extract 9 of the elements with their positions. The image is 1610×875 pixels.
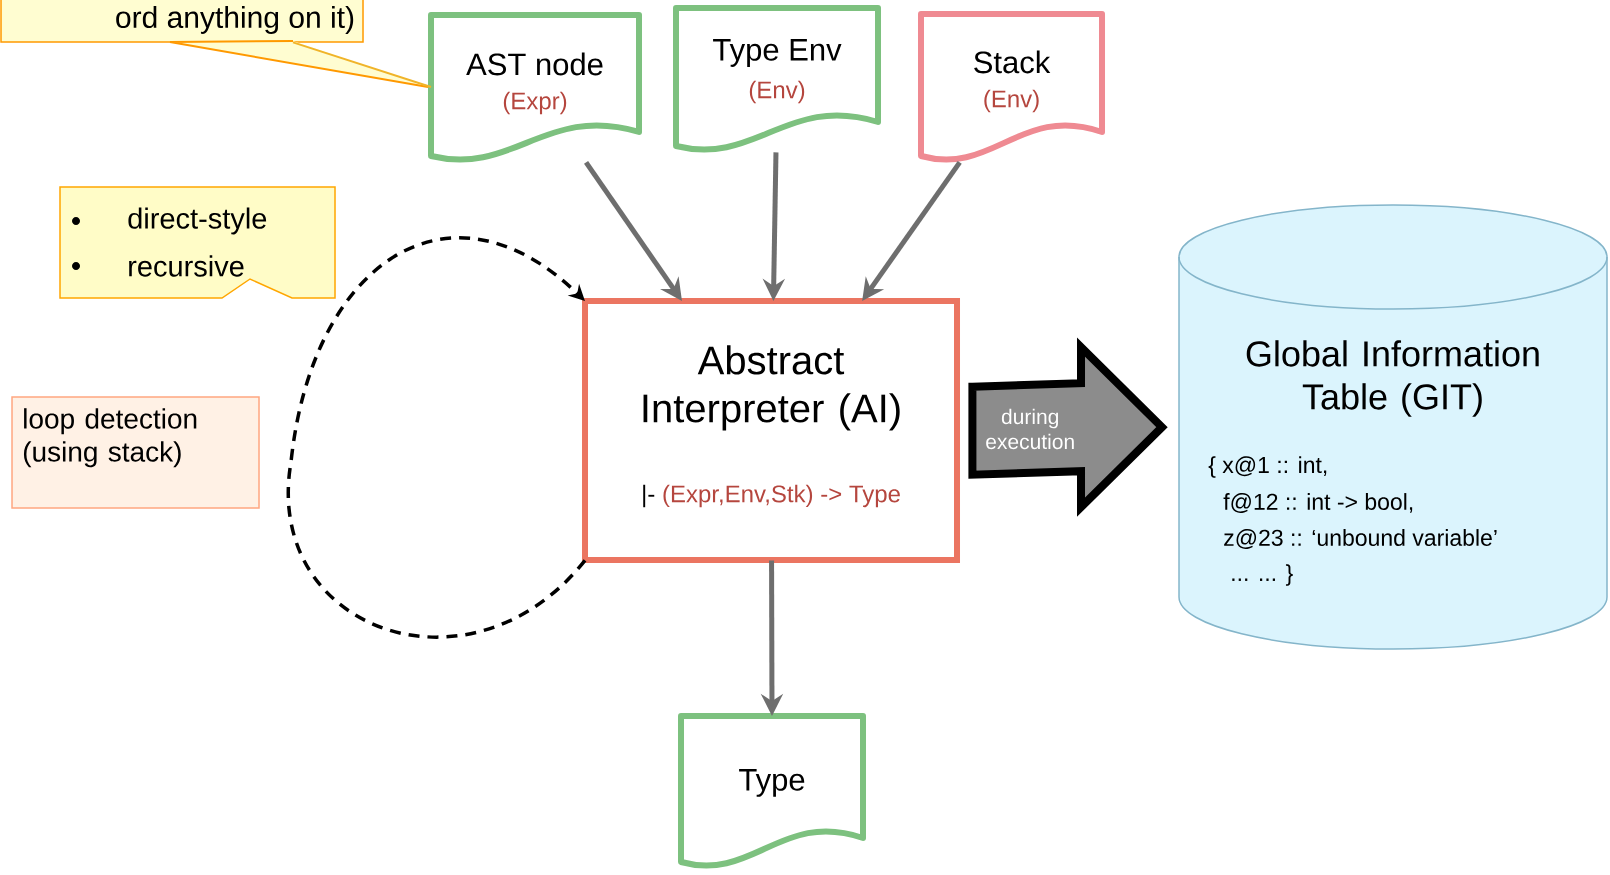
loop-arrow xyxy=(286,236,587,639)
process-box: Abstract Interpreter (AI) |- (Expr,Env,Stk) -> Type xyxy=(582,298,960,563)
callout-box: ord anything on it) xyxy=(0,0,429,88)
note-box: loop detection (using stack) xyxy=(11,396,260,509)
note-box: direct-style recursive xyxy=(59,186,336,299)
edge-label: during execution xyxy=(986,408,1074,450)
database-cylinder: Global Information Table (GIT) { x@1 :: int, f@12 :: int -> bool, z@23 :: ‘unbound variable’ ... ... } xyxy=(1178,204,1608,650)
block-arrow xyxy=(968,337,1168,517)
leader-line xyxy=(292,41,432,88)
